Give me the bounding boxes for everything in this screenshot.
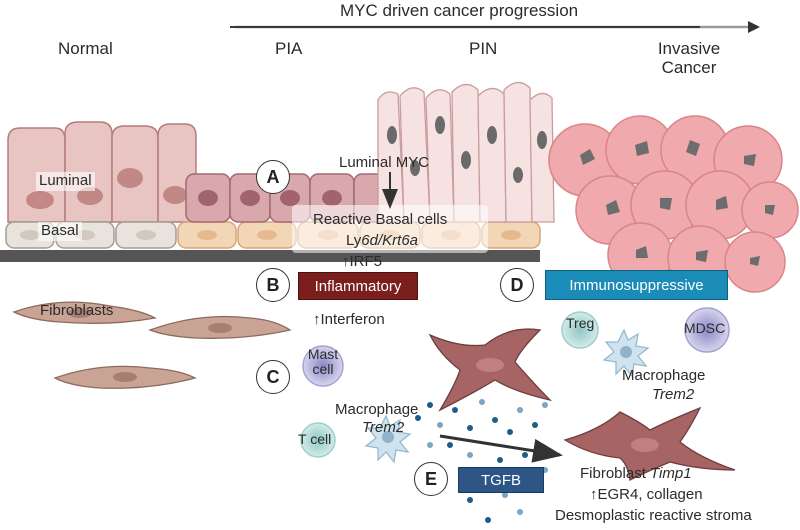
pin-columnar-cells: [377, 81, 555, 223]
macrophage-left-nucleus: [382, 431, 394, 443]
luminal-label: Luminal: [36, 172, 95, 191]
t-cell: [300, 422, 336, 458]
basal-label: Basal: [38, 222, 82, 241]
invasive-cancer-cluster: [548, 115, 799, 293]
pin-nuclei: [387, 116, 547, 183]
panel-e-marker: E: [414, 462, 448, 496]
tgfb-particles: [415, 399, 548, 523]
stage-invasive-line1: Invasive: [657, 39, 721, 58]
stage-invasive: Invasive Cancer: [644, 39, 734, 77]
cancer-nuclei: [580, 140, 775, 266]
macrophage-right-gene: Trem2: [652, 386, 695, 403]
mast-cell-line1: Mast: [307, 346, 339, 362]
panel-c-marker: C: [256, 360, 290, 394]
tgfb-arrow: [439, 434, 563, 463]
stage-pia: PIA: [275, 39, 303, 58]
fibroblast-nuclei: [68, 308, 232, 382]
macrophage-left-label: Macrophage: [335, 401, 419, 418]
mast-cell-line2: cell: [312, 361, 334, 378]
progression-arrow: [230, 21, 760, 33]
luminal-myc-label: Luminal MYC: [339, 154, 430, 171]
treg-label: Treg: [566, 315, 595, 331]
normal-nuclei: [26, 168, 187, 209]
mast-cell: [302, 345, 344, 387]
interferon-label: ↑Interferon: [313, 311, 385, 328]
fibroblast-label: Fibroblast: [580, 465, 646, 482]
marker-genes-label: Ly6d/Krt6a: [346, 232, 419, 250]
macrophage-right-nucleus: [620, 346, 632, 358]
progression-title: MYC driven cancer progression: [340, 1, 579, 20]
activated-fibroblast-timp1-nucleus: [631, 438, 659, 452]
panel-b-marker: B: [256, 268, 290, 302]
fibroblasts-label: Fibroblasts: [40, 302, 114, 319]
mast-cell-label: Mast cell: [305, 346, 341, 378]
tgfb-box: TGFB: [458, 467, 544, 493]
marker-italic: 6d/Krt6a: [361, 232, 419, 249]
irf5-label: ↑IRF5: [342, 253, 383, 270]
reactive-basal-label: Reactive Basal cells: [313, 211, 448, 228]
pia-nuclei: [198, 190, 342, 206]
macrophage-right-label: Macrophage: [622, 367, 706, 384]
reactive-basal-highlight: [292, 205, 488, 253]
fibroblast-timp1-label: Fibroblast Timp1: [580, 465, 692, 483]
mdsc-cell: [684, 307, 730, 353]
stage-invasive-line2: Cancer: [661, 57, 717, 77]
treg-cell: [561, 311, 599, 349]
mdsc-label: MDSC: [684, 320, 726, 336]
activated-fibroblast-center-nucleus: [476, 358, 504, 372]
stage-normal: Normal: [58, 39, 113, 58]
panel-a-marker: A: [256, 160, 290, 194]
panel-d-marker: D: [500, 268, 534, 302]
inflammatory-box: Inflammatory: [298, 272, 418, 300]
macrophage-left-gene: Trem2: [362, 419, 405, 436]
stage-pin: PIN: [469, 39, 498, 58]
marker-prefix: Ly: [346, 232, 362, 249]
timp1-label: Timp1: [650, 465, 692, 482]
immunosuppressive-box: Immunosuppressive: [545, 270, 728, 300]
stroma-label: Desmoplastic reactive stroma: [555, 507, 752, 524]
t-cell-label: T cell: [298, 431, 332, 447]
egr4-label: ↑EGR4, collagen: [590, 486, 703, 503]
